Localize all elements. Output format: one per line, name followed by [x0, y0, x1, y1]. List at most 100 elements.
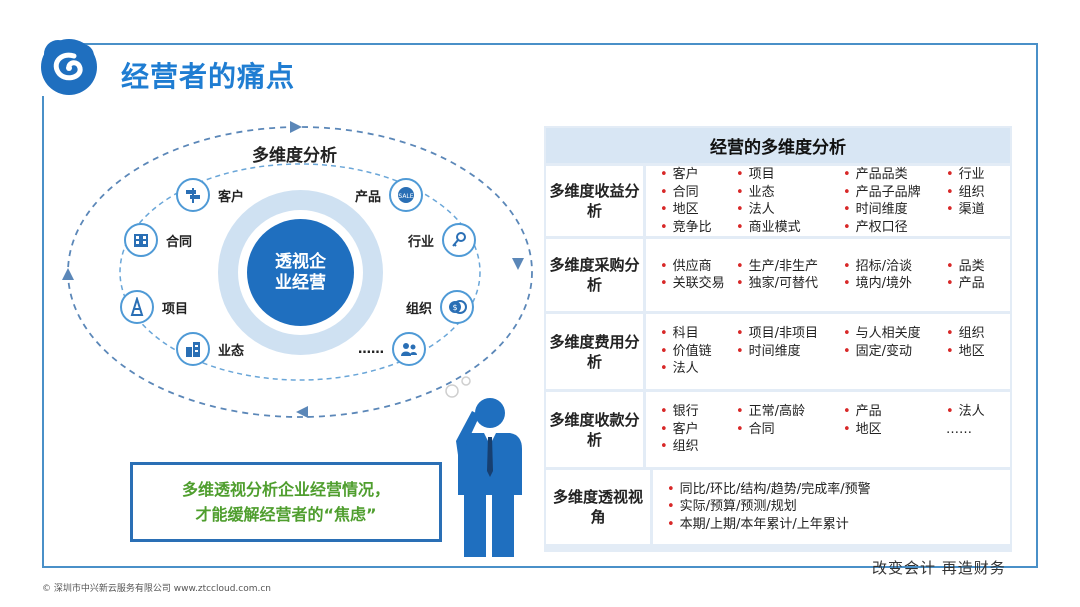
- item-text: 商业模式: [748, 219, 801, 235]
- item-text: 本期/上期/本年累计/上年累计: [679, 516, 849, 532]
- slogan: 改变会计 再造财务: [872, 559, 1006, 577]
- bullet-icon: •: [660, 421, 668, 437]
- bullet-icon: •: [843, 184, 851, 200]
- item-text: 同比/环比/结构/趋势/完成率/预警: [679, 481, 871, 497]
- bullet-icon: •: [946, 404, 954, 420]
- node-customer: 客户: [176, 178, 244, 212]
- node-more: ……: [358, 332, 426, 366]
- analysis-item: •时间维度: [736, 343, 843, 361]
- frame-right: [1036, 43, 1038, 568]
- bullet-icon: •: [843, 326, 851, 342]
- item-text: 客户: [672, 167, 699, 182]
- page-title: 经营者的痛点: [121, 60, 296, 93]
- sale-tag-icon: SALE: [389, 178, 424, 212]
- analysis-item: •与人相关度: [843, 325, 946, 343]
- analysis-item: •产品品类: [843, 166, 946, 184]
- analysis-item: •招标/洽谈: [843, 258, 946, 276]
- node-label: 组织: [406, 301, 433, 317]
- bullet-icon: •: [946, 276, 954, 291]
- bullet-icon: •: [946, 258, 954, 274]
- item-text: 产权口径: [855, 219, 908, 235]
- item-text: 产品: [958, 276, 985, 291]
- node-label: 客户: [218, 189, 245, 205]
- item-text: 产品子品牌: [855, 184, 921, 200]
- item-text: 价值链: [672, 343, 712, 359]
- item-text: 项目/非项目: [748, 326, 819, 342]
- quote-box: 多维透视分析企业经营情况， 才能缓解经营者的“焦虑”: [130, 462, 442, 542]
- item-text: 实际/预算/预测/规划: [679, 499, 797, 515]
- analysis-item: •合同: [736, 421, 843, 439]
- item-text: 供应商: [672, 258, 712, 274]
- node-project: 项目: [120, 290, 188, 324]
- node-label: 合同: [166, 234, 193, 250]
- analysis-item: •供应商: [660, 258, 736, 276]
- analysis-item: [843, 438, 946, 456]
- analysis-item: • 客户: [660, 166, 736, 184]
- analysis-item: •地区: [660, 201, 736, 219]
- bullet-icon: •: [667, 499, 675, 515]
- table-row: 多维度收益分析 •客户•项目•产品品类•行业•合同•业态•产品子品牌•组织•地区…: [546, 166, 1010, 236]
- bullet-icon: •: [667, 516, 675, 532]
- item-text: 科目: [672, 326, 699, 342]
- item-text: 竞争比: [672, 219, 712, 235]
- analysis-item: ……: [946, 421, 1006, 439]
- table-row: 多维度采购分析 •供应商•生产/非生产•招标/洽谈•品类•关联交易•独家/可替代…: [546, 239, 1010, 311]
- analysis-item: [946, 438, 1006, 456]
- item-text: 渠道: [958, 202, 985, 217]
- item-text: 法人: [958, 404, 985, 420]
- bullet-icon: •: [736, 258, 744, 274]
- row-label: 多维度透视视角: [546, 470, 650, 544]
- bullet-icon: •: [843, 202, 851, 217]
- node-industry: 行业: [408, 223, 477, 257]
- multi-dimension-diagram: 多维度分析 透视企业经营 客户 产品 SALE 合同 行业 项目 组织 $ 业态…: [40, 110, 540, 440]
- coins-icon: $: [440, 290, 475, 324]
- analysis-item: •业态: [736, 184, 843, 202]
- diagram-orbits: [62, 121, 533, 418]
- center-core: 透视企业经营: [247, 219, 354, 326]
- item-text: 与人相关度: [855, 326, 921, 342]
- row-label: 多维度收益分析: [546, 166, 643, 236]
- item-text: 银行: [672, 404, 699, 420]
- bullet-icon: •: [843, 167, 851, 182]
- analysis-item: [843, 360, 946, 378]
- node-contract: 合同: [124, 223, 192, 257]
- bullet-icon: •: [660, 343, 668, 359]
- item-text: 招标/洽谈: [855, 258, 913, 274]
- bullet-icon: •: [946, 326, 954, 342]
- item-text: 合同: [748, 421, 775, 437]
- row-items: •科目•项目/非项目•与人相关度•组织•价值链•时间维度•固定/变动•地区•法人: [646, 314, 1010, 389]
- quote-line-1: 多维透视分析企业经营情况，: [181, 480, 390, 499]
- item-text: 项目: [748, 167, 775, 182]
- cloud-logo-icon: [41, 39, 97, 95]
- analysis-item: •产品: [843, 403, 946, 421]
- row-items: •客户•项目•产品品类•行业•合同•业态•产品子品牌•组织•地区•法人•时间维度…: [646, 166, 1010, 236]
- analysis-item: •独家/可替代: [736, 275, 843, 293]
- table-header: 经营的多维度分析: [546, 128, 1010, 163]
- analysis-item: •同比/环比/结构/趋势/完成率/预警: [667, 481, 1006, 499]
- bullet-icon: •: [843, 258, 851, 274]
- analysis-item: •组织: [946, 325, 1006, 343]
- node-business-format: 业态: [176, 332, 244, 366]
- bullet-icon: •: [660, 167, 668, 182]
- building-icon: [124, 223, 158, 257]
- analysis-item: •产权口径: [843, 219, 946, 237]
- row-label: 多维度费用分析: [546, 314, 643, 389]
- bullet-icon: •: [736, 404, 744, 420]
- bullet-icon: •: [660, 276, 668, 291]
- node-product: 产品 SALE: [355, 178, 424, 212]
- bullet-icon: •: [660, 258, 668, 274]
- item-text: 关联交易: [672, 276, 725, 291]
- bullet-icon: •: [946, 202, 954, 217]
- frame-bottom: [42, 566, 1038, 568]
- bullet-icon: •: [946, 184, 954, 200]
- bullet-icon: •: [843, 276, 851, 291]
- frame-left: [42, 96, 44, 566]
- bullet-icon: •: [946, 167, 954, 182]
- item-text: 合同: [672, 184, 699, 200]
- analysis-item: •组织: [946, 184, 1006, 202]
- bullet-icon: •: [736, 343, 744, 359]
- analysis-item: •商业模式: [736, 219, 843, 237]
- node-label: 行业: [408, 234, 435, 250]
- diagram-title: 多维度分析: [252, 146, 337, 166]
- analysis-item: •境内/境外: [843, 275, 946, 293]
